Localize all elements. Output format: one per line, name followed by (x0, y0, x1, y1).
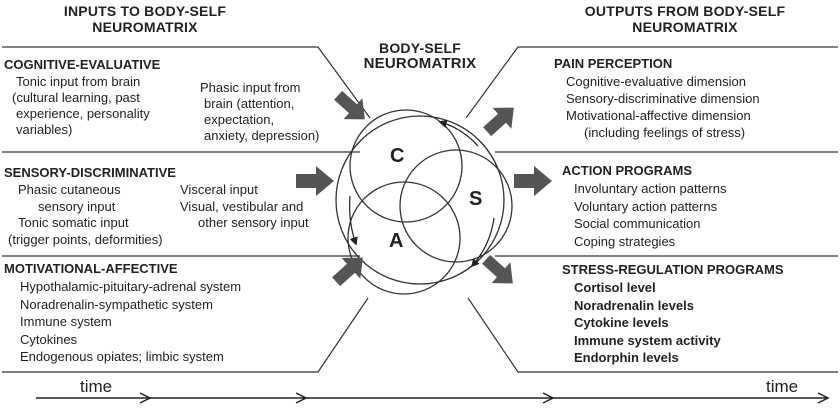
sensory-right-line: other sensory input (198, 215, 309, 230)
circle-label-c: C (390, 145, 405, 167)
arc-arrow-right (470, 217, 495, 268)
outputs-title-line2: NEUROMATRIX (632, 19, 738, 35)
circle-label-a: A (389, 230, 404, 252)
stress-item: Cortisol level (574, 280, 656, 295)
cognitive-tonic-line: (cultural learning, past (12, 90, 140, 105)
time-axis-arrow-right (542, 392, 555, 404)
cognitive-phasic-line: brain (attention, (204, 96, 295, 111)
cognitive-phasic-line: anxiety, depression) (204, 128, 320, 143)
pain-item: (including feelings of stress) (584, 125, 746, 140)
sensory-heading: SENSORY-DISCRIMINATIVE (4, 165, 176, 180)
sensory-left-input: Phasic cutaneous sensory input Tonic som… (8, 182, 163, 248)
time-axis-arrow-left (139, 392, 152, 404)
motivational-item: Endogenous opiates; limbic system (20, 349, 224, 364)
input-arrow-top (334, 90, 365, 120)
pain-item: Motivational-affective dimension (566, 108, 751, 123)
time-axis-arrow-middle (295, 392, 308, 404)
arc-arrow-left (349, 195, 358, 246)
cognitive-heading: COGNITIVE-EVALUATIVE (4, 57, 161, 72)
cognitive-tonic-line: variables) (16, 122, 73, 137)
cognitive-phasic-line: expectation, (204, 112, 275, 127)
action-heading: ACTION PROGRAMS (562, 163, 692, 178)
time-label-left: time (80, 377, 113, 396)
outputs-title-line1: OUTPUTS FROM BODY-SELF (584, 3, 786, 19)
left-bottom-border (2, 297, 369, 373)
neuromatrix-title-line2: NEUROMATRIX (363, 55, 477, 72)
action-item: Coping strategies (574, 233, 676, 249)
stress-item: Noradrenalin levels (574, 297, 694, 313)
cognitive-tonic-input: Tonic input from brain (cultural learnin… (12, 74, 150, 138)
inputs-title-line2: NEUROMATRIX (92, 19, 198, 35)
motivational-heading: MOTIVATIONAL-AFFECTIVE (4, 261, 178, 276)
output-arrow-bottom (482, 254, 513, 284)
pain-heading: PAIN PERCEPTION (554, 56, 673, 71)
stress-item: Immune system activity (574, 332, 721, 348)
motivational-item: Noradrenalin-sympathetic system (20, 296, 213, 312)
stress-item: Endorphin levels (574, 350, 679, 365)
input-arrow-bottom (332, 257, 363, 287)
cognitive-tonic-line: experience, personality (16, 106, 150, 121)
sensory-left-line: Phasic cutaneous (18, 182, 121, 197)
sensory-left-line: Tonic somatic input (18, 215, 129, 230)
pain-list: Cognitive-evaluative dimension Sensory-d… (566, 73, 760, 141)
pain-item: Cognitive-evaluative dimension (566, 74, 746, 89)
action-item: Voluntary action patterns (574, 198, 718, 214)
circle-c (349, 109, 463, 223)
neuromatrix-title-line1: BODY-SELF (379, 40, 461, 56)
pain-item: Sensory-discriminative dimension (566, 91, 760, 106)
action-item: Involuntary action patterns (574, 181, 727, 196)
left-top-border (2, 46, 371, 119)
input-arrow-middle (296, 166, 334, 196)
inputs-title-line1: INPUTS TO BODY-SELF (63, 3, 227, 19)
circle-s (399, 149, 513, 263)
sensory-left-line: sensory input (38, 198, 116, 214)
right-top-border (465, 46, 838, 119)
sensory-right-line: Visual, vestibular and (180, 198, 304, 214)
action-item: Social communication (574, 216, 701, 231)
inputs-title: INPUTS TO BODY-SELF NEUROMATRIX (30, 3, 260, 35)
output-arrow-top (483, 107, 514, 137)
motivational-item: Hypothalamic-pituitary-adrenal system (20, 279, 242, 294)
cognitive-tonic-line: Tonic input from brain (16, 74, 141, 89)
outputs-title: OUTPUTS FROM BODY-SELF NEUROMATRIX (540, 3, 830, 35)
cognitive-phasic-input: Phasic input from brain (attention, expe… (200, 80, 319, 144)
circle-label-s: S (469, 188, 483, 210)
sensory-left-line: (trigger points, deformities) (8, 231, 163, 247)
outer-circle (335, 115, 505, 285)
stress-list: Cortisol level Noradrenalin levels Cytok… (574, 279, 721, 367)
motivational-list: Hypothalamic-pituitary-adrenal system No… (20, 278, 241, 366)
time-label-right: time (766, 377, 799, 396)
sensory-right-line: Visceral input (180, 182, 258, 197)
time-axis-arrow-end (817, 392, 830, 404)
stress-item: Cytokine levels (574, 315, 669, 330)
stress-heading: STRESS-REGULATION PROGRAMS (562, 262, 784, 277)
arc-arrow-top (438, 119, 479, 147)
output-arrow-middle (514, 166, 552, 196)
neuromatrix-title: BODY-SELF NEUROMATRIX (360, 40, 480, 72)
circle-a (347, 181, 461, 295)
right-bottom-border (467, 297, 838, 373)
action-list: Involuntary action patterns Voluntary ac… (574, 180, 726, 250)
cognitive-phasic-line: Phasic input from (200, 80, 301, 95)
motivational-item: Immune system (20, 314, 112, 329)
motivational-item: Cytokines (20, 331, 78, 347)
sensory-right-input: Visceral input Visual, vestibular and ot… (180, 182, 309, 232)
